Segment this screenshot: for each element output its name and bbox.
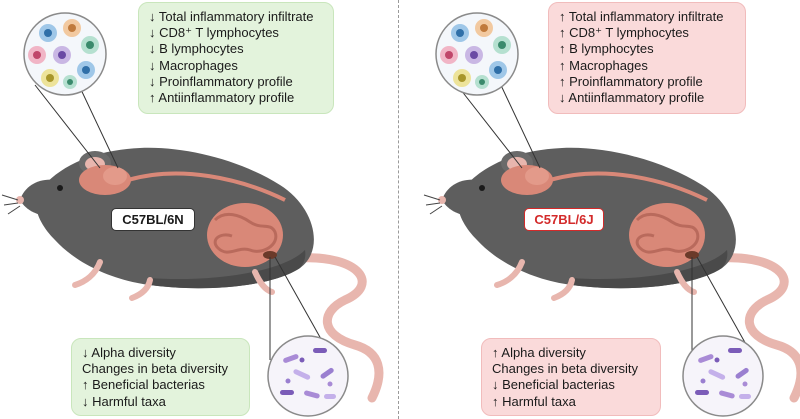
immune-line: ↓ Macrophages [149, 57, 238, 73]
panel-divider [398, 0, 399, 419]
microbiota-box-left: ↓ Alpha diversity Changes in beta divers… [71, 338, 250, 416]
immune-line: ↑ Proinflammatory profile [559, 73, 703, 89]
strain-label-left: C57BL/6N [111, 208, 195, 231]
microbiota-line: ↓ Beneficial bacterias [492, 377, 615, 393]
immune-line: ↓ Total inflammatory infiltrate [149, 9, 314, 24]
microbiota-line: ↑ Beneficial bacterias [82, 377, 205, 393]
immune-line: ↑ B lymphocytes [559, 41, 654, 57]
microbiota-line: ↓ Alpha diversity [82, 345, 176, 360]
microbiota-line: ↑ Harmful taxa [492, 393, 576, 409]
microbiota-line: Changes in beta diversity [82, 361, 228, 377]
immune-line: ↑ CD8⁺ T lymphocytes [559, 25, 689, 41]
immune-profile-box-right: ↑ Total inflammatory infiltrate ↑ CD8⁺ T… [548, 2, 746, 114]
microbiota-line: ↓ Harmful taxa [82, 393, 166, 409]
immune-line: ↓ CD8⁺ T lymphocytes [149, 25, 279, 41]
bacteria-circle-left [267, 335, 349, 417]
microbiota-box-right: ↑ Alpha diversity Changes in beta divers… [481, 338, 661, 416]
microbiota-line: Changes in beta diversity [492, 361, 638, 377]
strain-label-right: C57BL/6J [524, 208, 604, 231]
immune-line: ↓ Proinflammatory profile [149, 73, 293, 89]
immune-line: ↓ B lymphocytes [149, 41, 244, 57]
immune-cells-circle-left [23, 12, 107, 96]
bacteria-circle-right [682, 335, 764, 417]
immune-line: ↑ Antiinflammatory profile [149, 90, 295, 106]
microbiota-line: ↑ Alpha diversity [492, 345, 586, 360]
immune-cells-circle-right [435, 12, 519, 96]
immune-line: ↑ Total inflammatory infiltrate [559, 9, 724, 24]
immune-profile-box-left: ↓ Total inflammatory infiltrate ↓ CD8⁺ T… [138, 2, 334, 114]
immune-line: ↓ Antiinflammatory profile [559, 90, 705, 106]
immune-line: ↑ Macrophages [559, 57, 648, 73]
